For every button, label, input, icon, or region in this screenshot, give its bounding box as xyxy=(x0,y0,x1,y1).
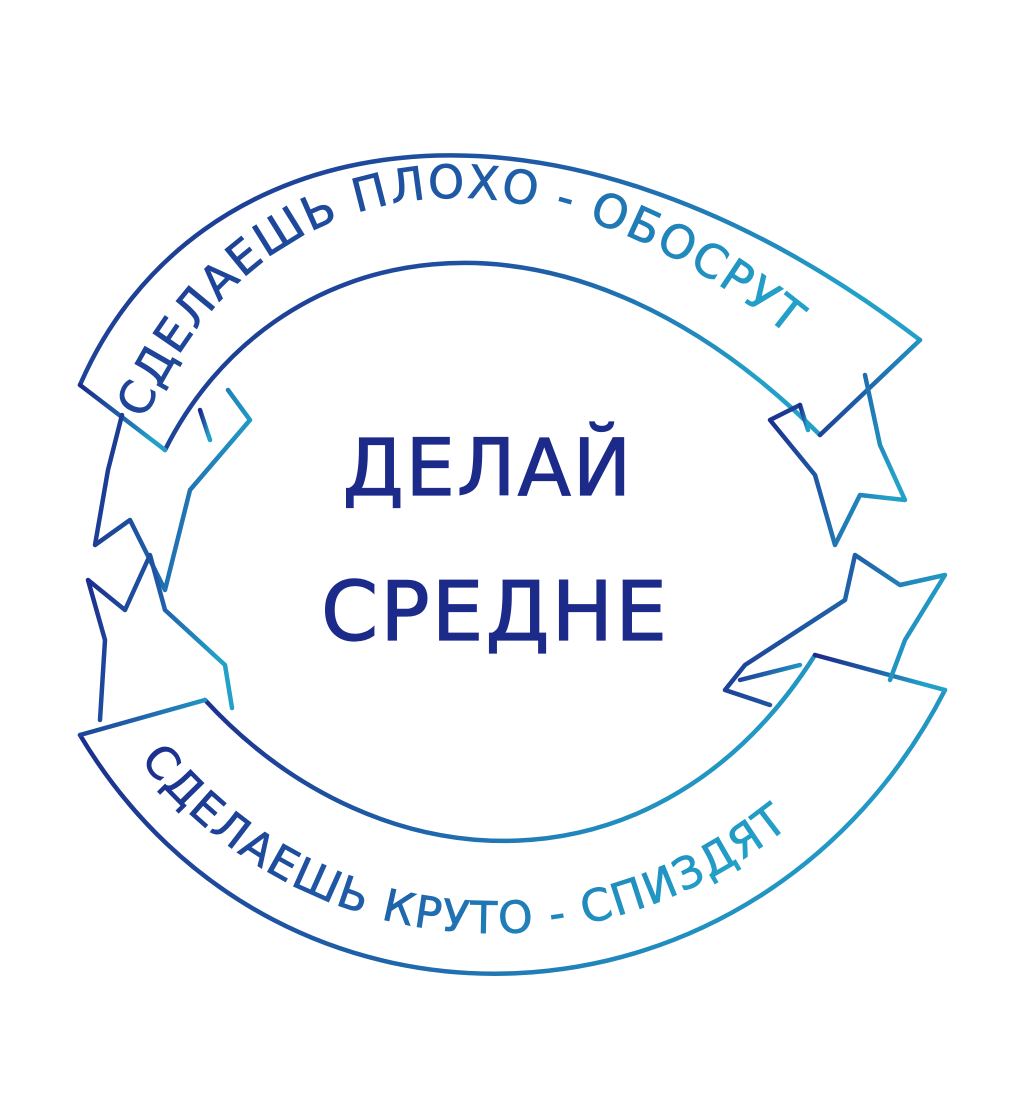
top-ribbon xyxy=(77,153,923,593)
bottom-ribbon xyxy=(77,552,948,976)
top-ribbon-text: СДЕЛАЕШЬ ПЛОХО - ОБОСРУТ xyxy=(106,155,816,425)
center-line-2: СРЕДНЕ xyxy=(321,565,669,660)
center-line-1: ДЕЛАЙ xyxy=(343,422,634,514)
